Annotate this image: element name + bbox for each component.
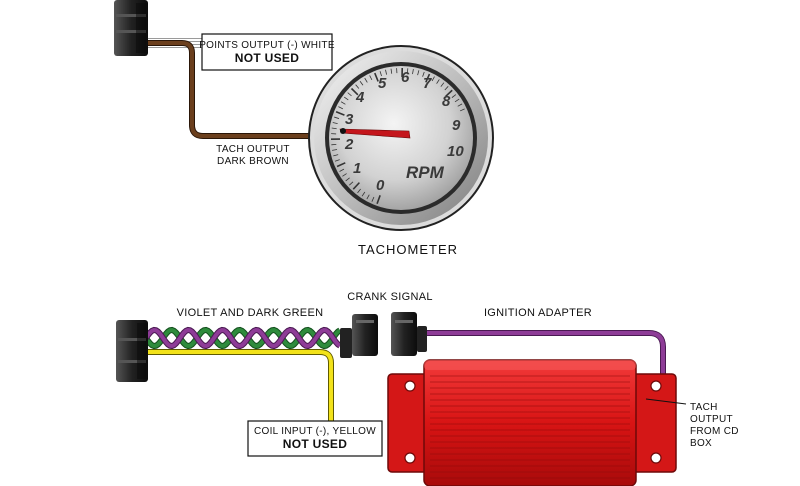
tachometer-title: TACHOMETER — [358, 242, 458, 257]
cd-ignition-box — [387, 359, 677, 486]
rpm-label: RPM — [406, 163, 445, 182]
gauge-tick — [335, 111, 345, 116]
gauge-tick — [352, 182, 360, 190]
gauge-number-8: 8 — [442, 93, 451, 110]
tach-leader-line — [645, 398, 687, 405]
gauge-ticks — [330, 67, 465, 205]
gauge-tick — [374, 72, 379, 82]
crank-signal-label: CRANK SIGNAL — [347, 291, 433, 303]
tachometer-gauge: 0 1 2 3 4 5 6 7 8 9 10 RPM — [308, 45, 494, 231]
coil-input-text: COIL INPUT (-), YELLOW — [254, 426, 376, 437]
gauge-numbers: 0 1 2 3 4 5 6 7 8 9 10 — [344, 69, 464, 194]
gauge-tick — [340, 101, 346, 105]
top-connector — [114, 0, 148, 56]
gauge-tick — [339, 168, 345, 172]
gauge-tick — [347, 92, 352, 97]
gauge-tick — [357, 188, 361, 194]
gauge-number-7: 7 — [423, 75, 432, 92]
points-output-text: POINTS OUTPUT (-) WHITE — [199, 40, 335, 51]
gauge-tick — [336, 162, 346, 168]
gauge-tick — [366, 194, 370, 200]
gauge-number-4: 4 — [355, 89, 365, 106]
gauge-number-9: 9 — [452, 117, 461, 134]
tach-cd-label-3: FROM CD — [690, 426, 739, 437]
yellow-coil-wire — [146, 349, 334, 423]
tach-cd-label-2: OUTPUT — [690, 414, 733, 425]
gauge-tick — [331, 127, 337, 130]
harness-connector — [116, 320, 148, 382]
points-output-not-used: NOT USED — [235, 51, 299, 65]
gauge-tick — [445, 89, 453, 97]
gauge-tick — [412, 69, 414, 75]
gauge-number-2: 2 — [344, 136, 354, 153]
gauge-tick — [371, 196, 375, 202]
violet-green-label: VIOLET AND DARK GREEN — [177, 307, 324, 319]
gauge-tick — [334, 159, 340, 162]
gauge-tick — [457, 103, 463, 107]
gauge-number-10: 10 — [447, 143, 464, 160]
gauge-number-1: 1 — [353, 160, 361, 177]
gauge-tick — [355, 84, 360, 89]
gauge-number-5: 5 — [378, 75, 387, 92]
gauge-tick — [338, 106, 344, 110]
gauge-tick — [422, 71, 425, 77]
gauge-tick — [454, 98, 460, 103]
gauge-tick — [349, 181, 354, 186]
gauge-tick — [361, 191, 366, 197]
gauge-tick — [333, 154, 339, 157]
heat-sink-fins — [430, 375, 630, 479]
twisted-pair-wires — [143, 326, 342, 350]
gauge-tick — [436, 79, 440, 84]
gauge-tick — [451, 94, 457, 98]
gauge-tick — [417, 70, 420, 76]
gauge-tick — [425, 73, 431, 83]
crank-signal-connector — [340, 312, 427, 358]
gauge-tick — [376, 195, 381, 205]
tach-output-color-label: DARK BROWN — [217, 156, 289, 167]
gauge-tick — [385, 69, 387, 75]
gauge-tick — [332, 149, 338, 151]
gauge-tick — [342, 173, 347, 177]
coil-input-not-used: NOT USED — [283, 437, 347, 451]
gauge-tick — [369, 75, 373, 81]
gauge-tick — [444, 86, 449, 91]
gauge-tick — [359, 80, 364, 86]
gauge-tick — [440, 82, 445, 87]
gauge-tick — [459, 108, 465, 112]
gauge-tick — [343, 96, 349, 101]
gauge-tick — [345, 177, 350, 182]
ignition-adapter-label: IGNITION ADAPTER — [484, 307, 592, 319]
points-output-label: POINTS OUTPUT (-) WHITE NOT USED — [199, 33, 335, 71]
tach-output-label: TACH OUTPUT — [216, 144, 290, 155]
gauge-tick — [350, 87, 359, 96]
gauge-tick — [332, 122, 338, 124]
gauge-tick — [364, 77, 368, 83]
gauge-tick — [379, 71, 382, 77]
gauge-number-6: 6 — [401, 69, 410, 86]
tach-cd-label-1: TACH — [690, 402, 718, 413]
gauge-tick — [334, 116, 340, 119]
gauge-number-3: 3 — [345, 111, 354, 128]
tach-cd-label-4: BOX — [690, 438, 712, 449]
gauge-number-0: 0 — [376, 177, 385, 194]
coil-input-label: COIL INPUT (-), YELLOW NOT USED — [247, 420, 383, 457]
gauge-tick — [390, 68, 393, 74]
gauge-tick — [431, 76, 435, 82]
